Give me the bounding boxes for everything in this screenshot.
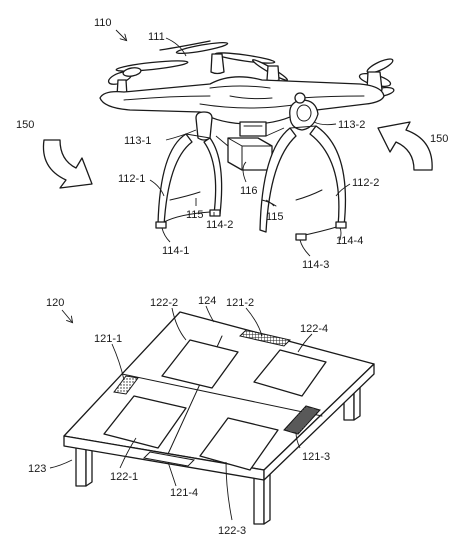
label-foot-2: 114-2 [206, 219, 233, 231]
charging-strips [113, 329, 321, 467]
label-strip-1: 121-1 [94, 333, 122, 345]
label-table-leg: 123 [28, 463, 46, 475]
motion-arrow-left [42, 139, 93, 189]
landing-pads [103, 339, 327, 471]
label-pad-3: 122-3 [218, 525, 246, 537]
label-strip-4: 121-4 [170, 487, 198, 499]
label-leg-right: 112-2 [352, 177, 379, 189]
label-leg-left: 112-1 [118, 173, 145, 185]
base-station-drawing [63, 311, 375, 525]
landing-leg-left [157, 133, 223, 227]
label-cable-right: 115 [266, 211, 284, 223]
label-arrow-left: 150 [16, 119, 34, 131]
label-foot-3: 114-3 [302, 259, 329, 271]
drone-body [99, 76, 385, 141]
label-pad-2: 122-2 [150, 297, 178, 309]
label-foot-1: 114-1 [162, 245, 189, 257]
label-arrow-right: 150 [430, 133, 448, 145]
label-strip-3: 121-3 [302, 451, 330, 463]
label-foot-4: 114-4 [336, 235, 363, 247]
label-uav: 110 [94, 17, 112, 29]
label-joint-right: 113-2 [338, 119, 365, 131]
leader-lines [49, 37, 351, 521]
label-payload: 116 [240, 185, 258, 197]
label-platform-top: 124 [198, 295, 216, 307]
label-pad-4: 122-4 [300, 323, 328, 335]
landing-feet [155, 209, 347, 241]
label-pad-1: 122-1 [110, 471, 138, 483]
uav-drawing [99, 40, 395, 241]
label-strip-2: 121-2 [226, 297, 254, 309]
reference-labels: 110 111 150 150 113-1 113-2 112-1 112-2 … [16, 17, 448, 537]
label-propeller: 111 [148, 31, 165, 43]
motion-arrow-right [377, 121, 433, 171]
label-joint-left: 113-1 [124, 135, 151, 147]
payload-box [215, 121, 285, 171]
label-station: 120 [46, 297, 64, 309]
label-cable-left: 115 [186, 209, 204, 221]
